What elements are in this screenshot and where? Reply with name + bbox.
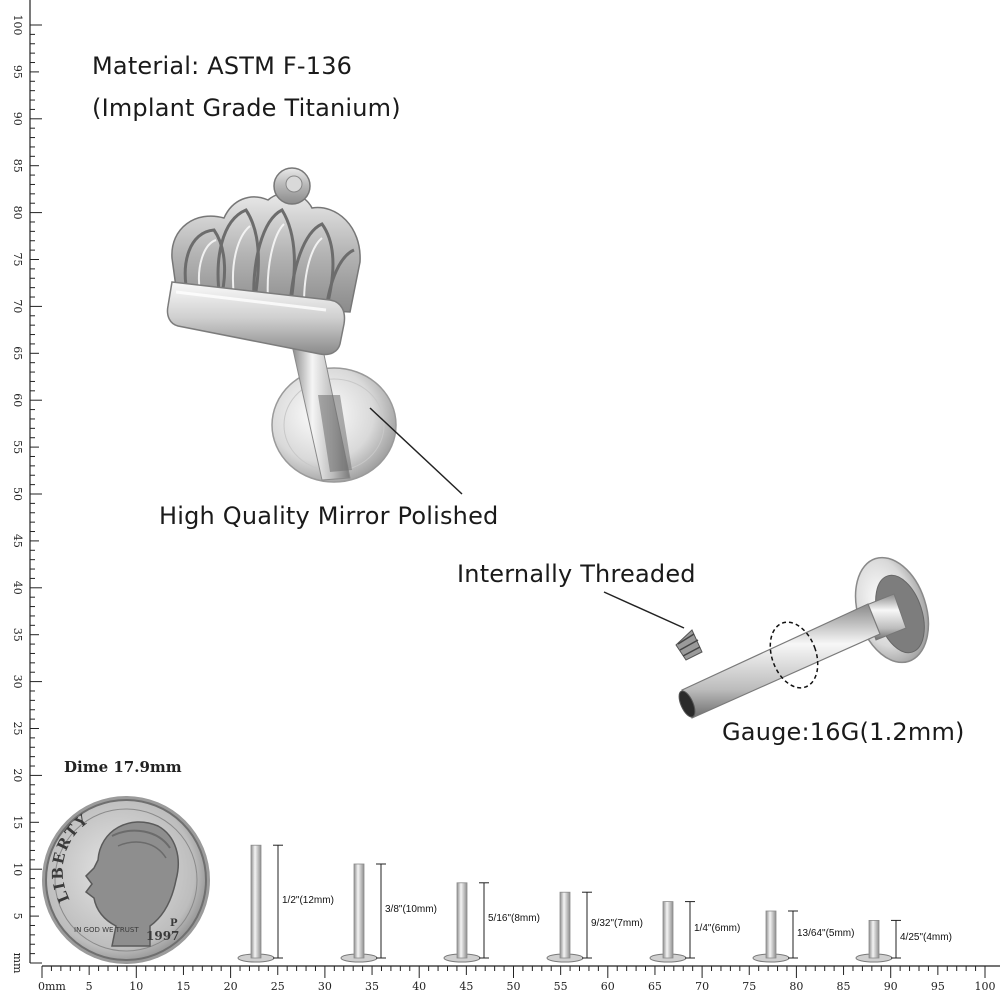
ruler-label-bottom: 85 bbox=[837, 980, 851, 993]
ruler-label-bottom: 40 bbox=[412, 980, 426, 993]
thread-pointer-line bbox=[603, 591, 685, 629]
crown-stud-image bbox=[166, 167, 397, 483]
ruler-label-left: 50 bbox=[11, 487, 24, 501]
ruler-label-bottom: 35 bbox=[365, 980, 379, 993]
ruler-label-bottom: 25 bbox=[271, 980, 285, 993]
size-sample bbox=[752, 910, 798, 963]
ruler-label-left: mm bbox=[11, 953, 24, 974]
size-label: 1/4"(6mm) bbox=[694, 922, 741, 934]
size-label: 4/25"(4mm) bbox=[900, 932, 952, 944]
ruler-label-bottom: 20 bbox=[224, 980, 238, 993]
ruler-label-left: 5 bbox=[11, 913, 24, 920]
ruler-label-left: 100 bbox=[11, 15, 24, 36]
ruler-label-left: 60 bbox=[11, 393, 24, 407]
ruler-label-left: 80 bbox=[11, 206, 24, 220]
ruler-label-bottom: 65 bbox=[648, 980, 662, 993]
size-sample bbox=[855, 919, 901, 963]
size-label: 13/64"(5mm) bbox=[797, 927, 855, 939]
dime-mint-text: P bbox=[170, 918, 178, 929]
ruler-label-bottom: 55 bbox=[554, 980, 568, 993]
gauge-marker bbox=[769, 621, 819, 689]
ruler-label-left: 90 bbox=[11, 112, 24, 126]
ruler-label-bottom: 70 bbox=[695, 980, 709, 993]
ruler-label-left: 35 bbox=[11, 628, 24, 642]
gauge-caption: Gauge:16G(1.2mm) bbox=[722, 718, 965, 746]
size-label: 9/32"(7mm) bbox=[591, 918, 643, 930]
ruler-label-bottom: 100 bbox=[975, 980, 996, 993]
ruler-label-bottom: 30 bbox=[318, 980, 332, 993]
size-label: 1/2"(12mm) bbox=[282, 894, 334, 906]
threaded-caption: Internally Threaded bbox=[457, 560, 696, 588]
ruler-label-left: 10 bbox=[11, 862, 24, 876]
ruler-label-left: 30 bbox=[11, 675, 24, 689]
ruler-label-bottom: 10 bbox=[129, 980, 143, 993]
size-sample bbox=[546, 891, 592, 963]
polished-pointer-line bbox=[369, 407, 463, 495]
polished-caption: High Quality Mirror Polished bbox=[159, 502, 499, 530]
dime-motto-text: IN GOD WE TRUST bbox=[74, 926, 139, 934]
size-label: 5/16"(8mm) bbox=[488, 913, 540, 925]
dime-coin-image bbox=[42, 796, 210, 964]
ruler-label-bottom: 75 bbox=[742, 980, 756, 993]
size-label: 3/8"(10mm) bbox=[385, 904, 437, 915]
ruler-label-left: 40 bbox=[11, 581, 24, 595]
ruler-label-bottom: 15 bbox=[176, 980, 190, 993]
ruler-label-left: 45 bbox=[11, 534, 24, 548]
ruler-label-bottom: 90 bbox=[884, 980, 898, 993]
ruler-label-bottom: 95 bbox=[931, 980, 945, 993]
ruler-label-left: 95 bbox=[11, 65, 24, 79]
size-sample bbox=[237, 844, 283, 963]
thread-screw-image bbox=[675, 629, 703, 661]
ruler-label-bottom: 0mm bbox=[38, 980, 66, 993]
ruler-label-left: 20 bbox=[11, 768, 24, 782]
ruler-label-left: 85 bbox=[11, 159, 24, 173]
dime-year-text: 1997 bbox=[146, 929, 179, 943]
ruler-label-bottom: 60 bbox=[601, 980, 615, 993]
ruler-label-bottom: 5 bbox=[86, 980, 93, 993]
dime-size-caption: Dime 17.9mm bbox=[64, 758, 182, 776]
ruler-label-bottom: 45 bbox=[459, 980, 473, 993]
size-sample bbox=[443, 882, 489, 963]
size-sample bbox=[340, 863, 386, 963]
material-caption: Material: ASTM F-136 bbox=[92, 52, 353, 80]
material-grade-caption: (Implant Grade Titanium) bbox=[92, 94, 401, 122]
ruler-label-left: 65 bbox=[11, 346, 24, 360]
ruler-label-left: 70 bbox=[11, 299, 24, 313]
ruler-label-left: 75 bbox=[11, 253, 24, 267]
size-sample bbox=[649, 901, 695, 963]
ruler-label-left: 15 bbox=[11, 815, 24, 829]
ruler-label-left: 55 bbox=[11, 440, 24, 454]
ruler-label-left: 25 bbox=[11, 722, 24, 736]
labret-side-image bbox=[603, 556, 930, 719]
ruler-label-bottom: 80 bbox=[789, 980, 803, 993]
ruler-label-bottom: 50 bbox=[507, 980, 521, 993]
